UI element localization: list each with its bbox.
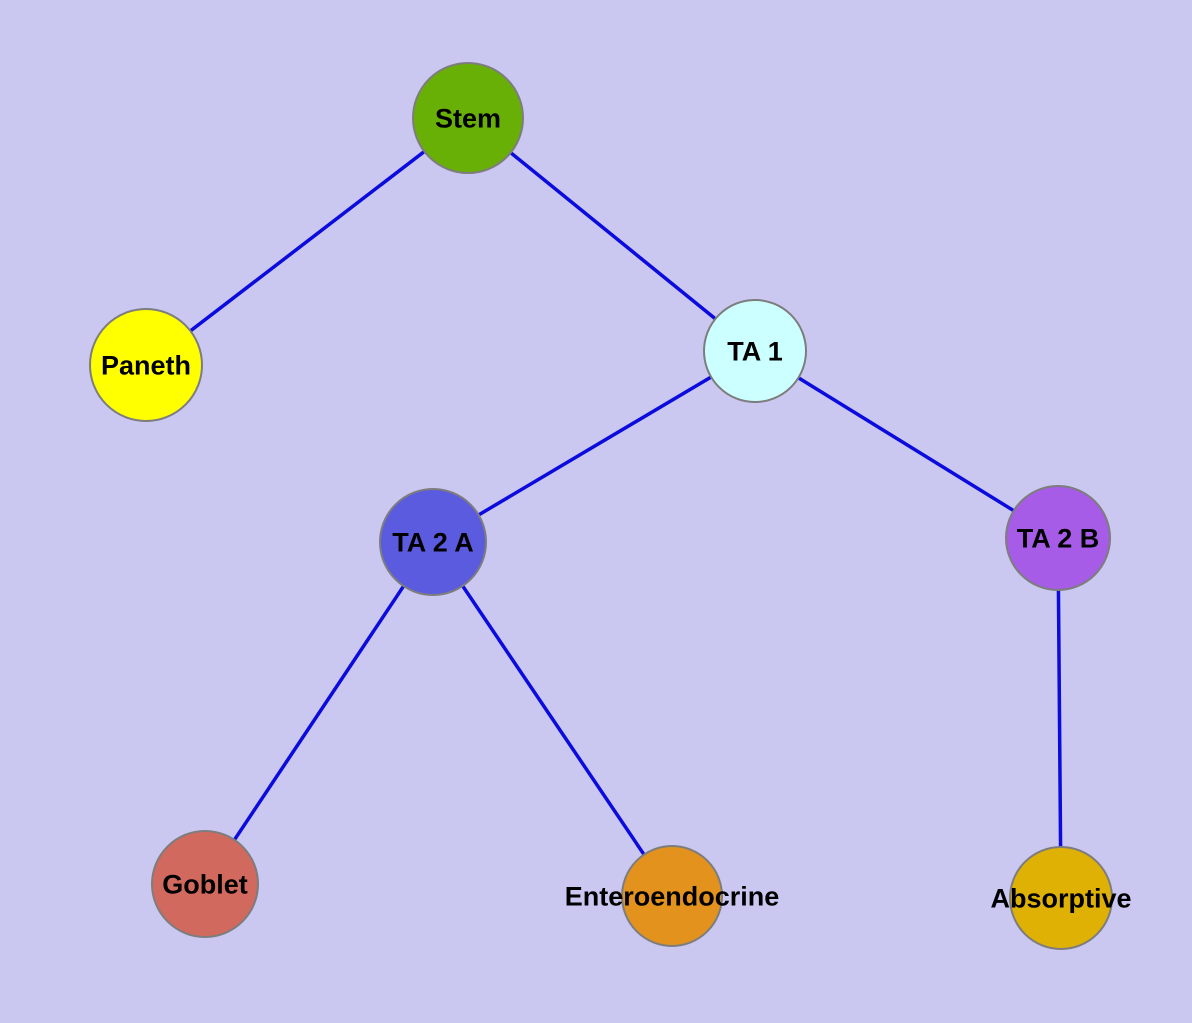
node-absorptive[interactable] <box>1009 846 1113 950</box>
node-stem[interactable] <box>412 62 524 174</box>
node-ta-2-a[interactable] <box>379 488 487 596</box>
edge-ta-2-a-enteroendocrine <box>431 541 674 897</box>
node-ta-1[interactable] <box>703 299 807 403</box>
node-paneth[interactable] <box>89 308 203 422</box>
edge-ta-2-a-goblet <box>203 541 435 885</box>
node-enteroendocrine[interactable] <box>621 845 723 947</box>
edge-ta-2-b-absorptive <box>1056 537 1063 899</box>
edge-ta-1-ta-2-a <box>432 349 756 544</box>
node-goblet[interactable] <box>151 830 259 938</box>
node-ta-2-b[interactable] <box>1005 485 1111 591</box>
edges-layer <box>144 116 1063 899</box>
edge-ta-1-ta-2-b <box>754 349 1059 540</box>
edge-stem-ta-1 <box>466 116 757 353</box>
edge-stem-paneth <box>144 116 470 367</box>
